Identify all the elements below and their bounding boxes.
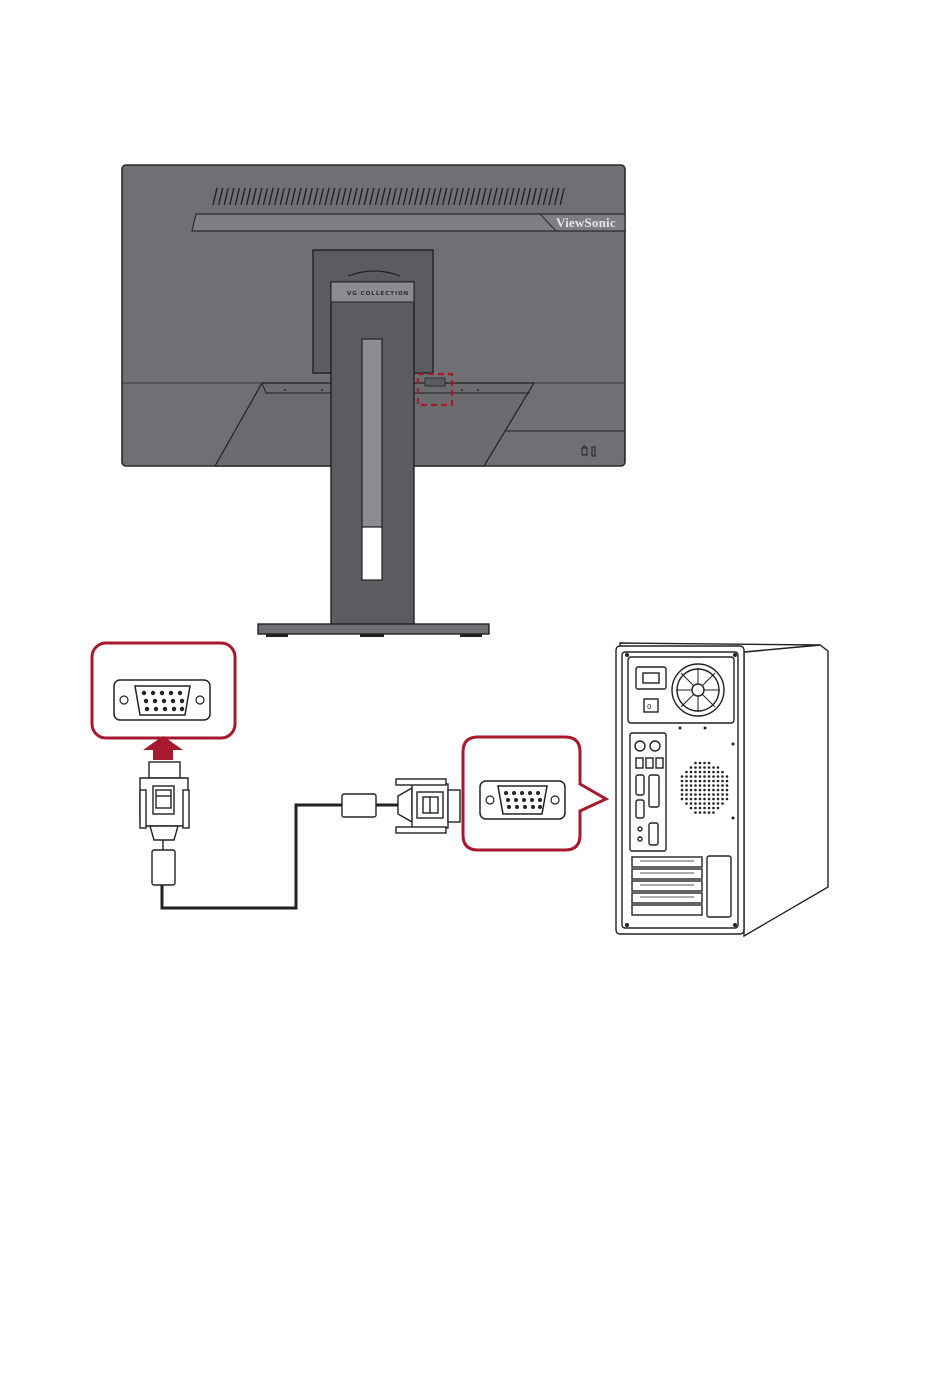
computer-vga-callout — [463, 737, 606, 850]
power-supply: 0 — [628, 657, 734, 723]
stand-base — [258, 624, 489, 634]
vga-port-icon — [480, 781, 565, 819]
expansion-slots — [632, 856, 731, 917]
monitor-vga-callout — [92, 643, 235, 738]
vga-connector-monitor-end — [140, 762, 189, 885]
cable-management-slot — [362, 339, 382, 527]
tower-side-panel — [744, 645, 828, 936]
series-label: VG COLLECTION — [347, 291, 409, 297]
vga-port-icon — [114, 680, 210, 720]
io-panel — [630, 733, 666, 851]
viewsonic-logo: ViewSonic — [556, 215, 616, 230]
vga-cable — [140, 762, 460, 908]
desktop-tower: 0 (function(){ var g = document.currentS… — [616, 643, 828, 936]
vga-connector-computer-end — [396, 779, 460, 833]
monitor-rear-view: (function(){ var g = document.currentScr… — [122, 165, 625, 637]
up-arrow-icon — [143, 736, 183, 760]
svg-text:0: 0 — [647, 703, 651, 711]
ferrite-bead — [342, 794, 376, 817]
